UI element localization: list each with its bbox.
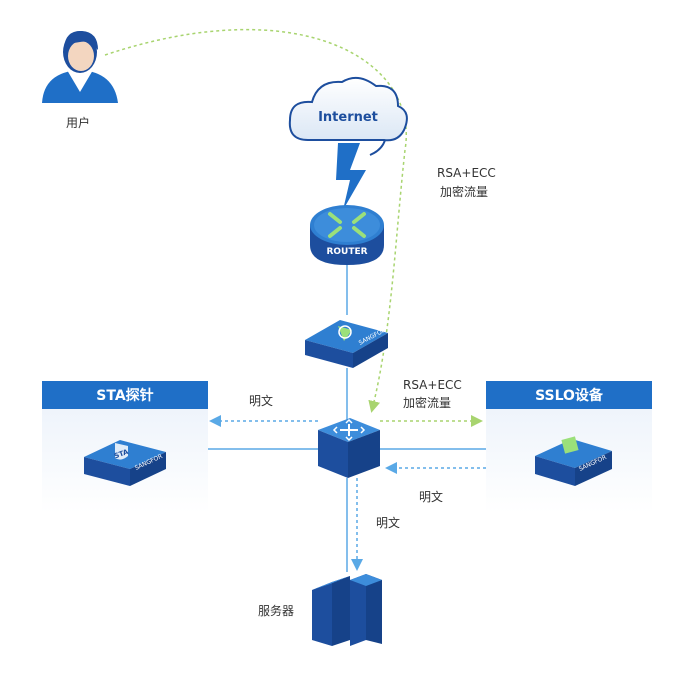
plain-label-server: 明文: [376, 516, 401, 530]
router-icon: [310, 205, 384, 265]
plain-label-sta: 明文: [249, 394, 274, 408]
sta-panel: STA探针: [42, 381, 208, 513]
sslo-panel: SSLO设备: [486, 381, 652, 513]
encrypted-label-1-line1: RSA+ECC: [437, 166, 496, 180]
encrypted-label-2-line1: RSA+ECC: [403, 378, 462, 392]
sta-panel-title: STA探针: [42, 381, 208, 409]
plain-label-sslo: 明文: [419, 490, 444, 504]
internet-cloud-icon: [288, 76, 408, 156]
internet-label: Internet: [318, 110, 378, 125]
sslo-panel-title: SSLO设备: [486, 381, 652, 409]
encrypted-label-1-line2: 加密流量: [440, 185, 489, 199]
server-icon: [312, 574, 382, 646]
security-appliance-icon: [305, 320, 388, 368]
user-label: 用户: [66, 116, 91, 130]
lightning-icon: [336, 143, 366, 210]
user-icon: [42, 30, 118, 103]
server-label: 服务器: [258, 604, 295, 618]
encrypted-label-2-line2: 加密流量: [403, 396, 452, 410]
sslo-device-icon: [535, 436, 612, 486]
core-switch-icon: [318, 418, 380, 478]
router-label: ROUTER: [326, 247, 367, 257]
sta-device-icon: [84, 440, 166, 486]
